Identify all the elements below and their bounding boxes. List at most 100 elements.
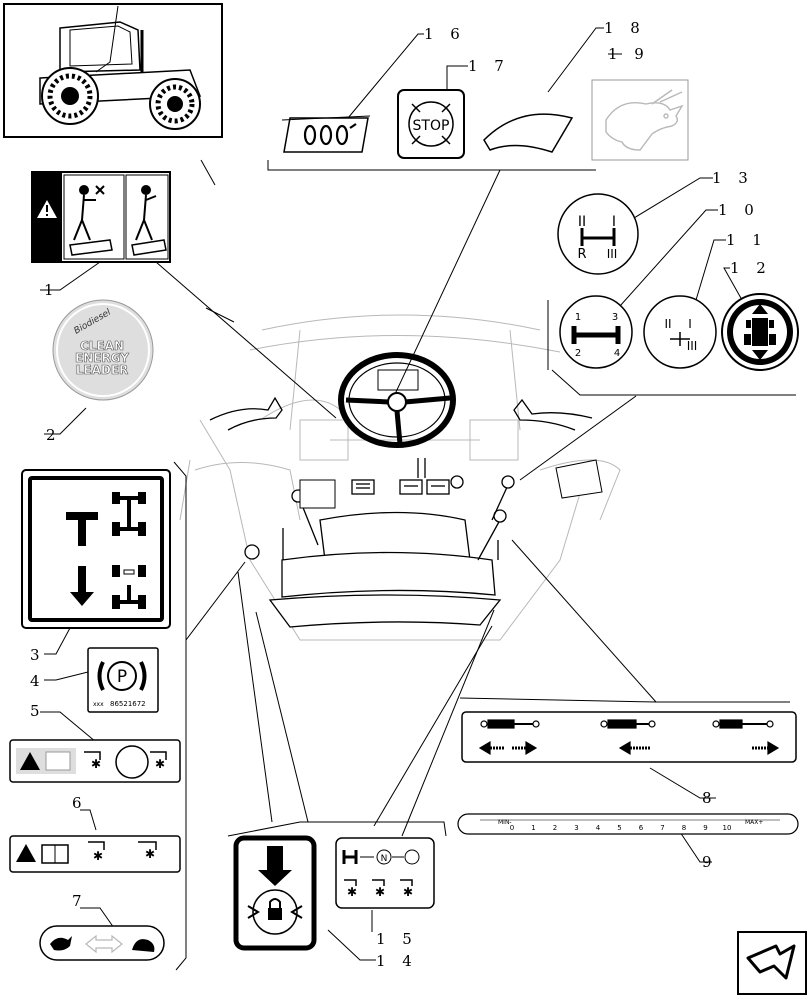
gauge-tick-label: 9	[703, 824, 707, 832]
callout-6: 6	[72, 794, 88, 812]
warning-icon	[20, 752, 40, 770]
decal-12-diff-lock	[721, 293, 799, 371]
pto-gear-rotate-icon: ✱	[155, 757, 165, 771]
range-top-right: I	[612, 214, 616, 230]
callout-18: 1 8	[604, 19, 646, 37]
double-arrow-icon	[85, 934, 123, 954]
gauge-min-label: MIN-	[498, 819, 512, 826]
decal-17-stop: STOP	[397, 89, 465, 159]
arrow-up-icon	[752, 304, 768, 314]
callout-4: 4	[30, 672, 46, 690]
tractor-top-icon	[744, 318, 776, 346]
decal-7-speed	[39, 925, 165, 961]
push-down-icon	[70, 566, 94, 606]
leader-text: LEADER	[76, 363, 129, 377]
cylinder-icon-3	[712, 719, 780, 756]
pto-gear-icon: ✱	[91, 757, 101, 771]
callout-11: 1 1	[726, 231, 768, 249]
pull-up-icon	[66, 512, 98, 546]
gauge-tick-label: 5	[617, 824, 621, 832]
push-down-arrow-icon	[258, 846, 292, 886]
callout-7: 7	[72, 892, 88, 910]
callout-14: 1 4	[376, 952, 418, 970]
gear-i: I	[688, 317, 692, 331]
cab-interior-detail	[209, 396, 603, 628]
callout-17: 1 7	[468, 57, 510, 75]
decal-18-strip	[483, 113, 574, 153]
gear-3: 3	[612, 312, 618, 323]
axle-icon-bottom	[112, 565, 146, 609]
clean-text: CLEAN	[80, 339, 124, 353]
rabbit-icon	[605, 89, 684, 151]
callout-8: 8	[702, 789, 718, 807]
range-bottom-left: R	[577, 247, 586, 262]
gear-2: 2	[575, 348, 581, 359]
rotate-icon	[404, 849, 420, 865]
gauge-max-label: MAX+	[745, 819, 763, 826]
decal-19-rabbit	[591, 79, 689, 161]
arrow-down-icon	[752, 350, 768, 360]
stop-label: STOP	[413, 118, 450, 134]
decal-16-lights	[281, 115, 371, 153]
gauge-tick-label: 4	[596, 824, 601, 832]
decal-1-warning-entry	[31, 171, 171, 263]
cylinder-icon-2	[600, 719, 656, 756]
cab-interior-drawing	[179, 314, 621, 641]
gear-1: 1	[575, 312, 581, 323]
decal-4-park-brake: P xxx 86521672	[87, 647, 159, 713]
leader-lines	[40, 27, 796, 971]
axle-icon-top	[112, 492, 146, 536]
callout-numbers: 1 6 1 7 1 8 1 9 1 3 1 0 1 1 1 2 1 2 3 4 …	[30, 19, 772, 970]
callout-13: 1 3	[712, 169, 754, 187]
gauge-tick-label: 1	[531, 824, 535, 832]
callout-5: 5	[30, 702, 46, 720]
decal-2-clean-energy: Biodiesel CLEAN ENERGY LEADER	[52, 299, 154, 401]
warning-icon-6	[16, 844, 36, 862]
gauge-tick-label: 8	[682, 824, 686, 832]
manual-icon	[45, 751, 71, 771]
code-prefix: xxx	[93, 701, 104, 708]
energy-text: ENERGY	[75, 351, 129, 365]
decal-13-range: II I R III	[557, 193, 639, 275]
cylinder-icon-1	[478, 719, 540, 756]
hare-icon	[50, 936, 72, 951]
decal-10-gears: 1 3 2 4	[559, 295, 633, 369]
park-letter: P	[117, 667, 127, 687]
steering-wheel	[338, 352, 456, 448]
callout-9: 9	[702, 853, 718, 871]
gauge-tick-label: 3	[574, 824, 578, 832]
padlock-icon	[268, 908, 282, 920]
gear-iii: III	[687, 339, 698, 353]
tractor-thumbnail	[3, 3, 223, 138]
decal-15-shuttle: N ✱ ✱ ✱	[335, 837, 435, 909]
decal-11-gears: II I III	[643, 295, 717, 369]
pto-icon-b: ✱	[375, 885, 385, 899]
gauge-tick-label: 2	[553, 824, 557, 832]
neutral-label: N	[381, 854, 388, 864]
gear-ii: II	[664, 317, 671, 331]
next-page-arrow-icon[interactable]	[737, 931, 807, 995]
code-number: 86521672	[110, 700, 146, 708]
decal-6-pto: ✱ ✱	[9, 835, 181, 873]
callout-16: 1 6	[424, 25, 466, 43]
decal-5-pto: ✱ ✱	[9, 739, 181, 783]
range-bottom-right: III	[607, 247, 618, 261]
callout-3: 3	[30, 646, 46, 664]
decal-3-4wd	[21, 469, 171, 629]
range-top-left: II	[578, 214, 586, 230]
decal-8-hydraulics	[461, 711, 797, 763]
gauge-tick-label: 0	[510, 824, 514, 832]
gear-4: 4	[614, 348, 620, 359]
callout-10: 1 0	[718, 201, 760, 219]
gauge-tick-label: 7	[660, 824, 664, 832]
snail-icon	[132, 939, 155, 952]
callout-12: 1 2	[730, 259, 772, 277]
gauge-tick-label: 10	[723, 824, 732, 832]
decal-14-lock	[233, 835, 317, 951]
pto-icon-c: ✱	[403, 885, 413, 899]
pto-icon-a: ✱	[347, 885, 357, 899]
pto-icon-6: ✱	[145, 847, 155, 861]
